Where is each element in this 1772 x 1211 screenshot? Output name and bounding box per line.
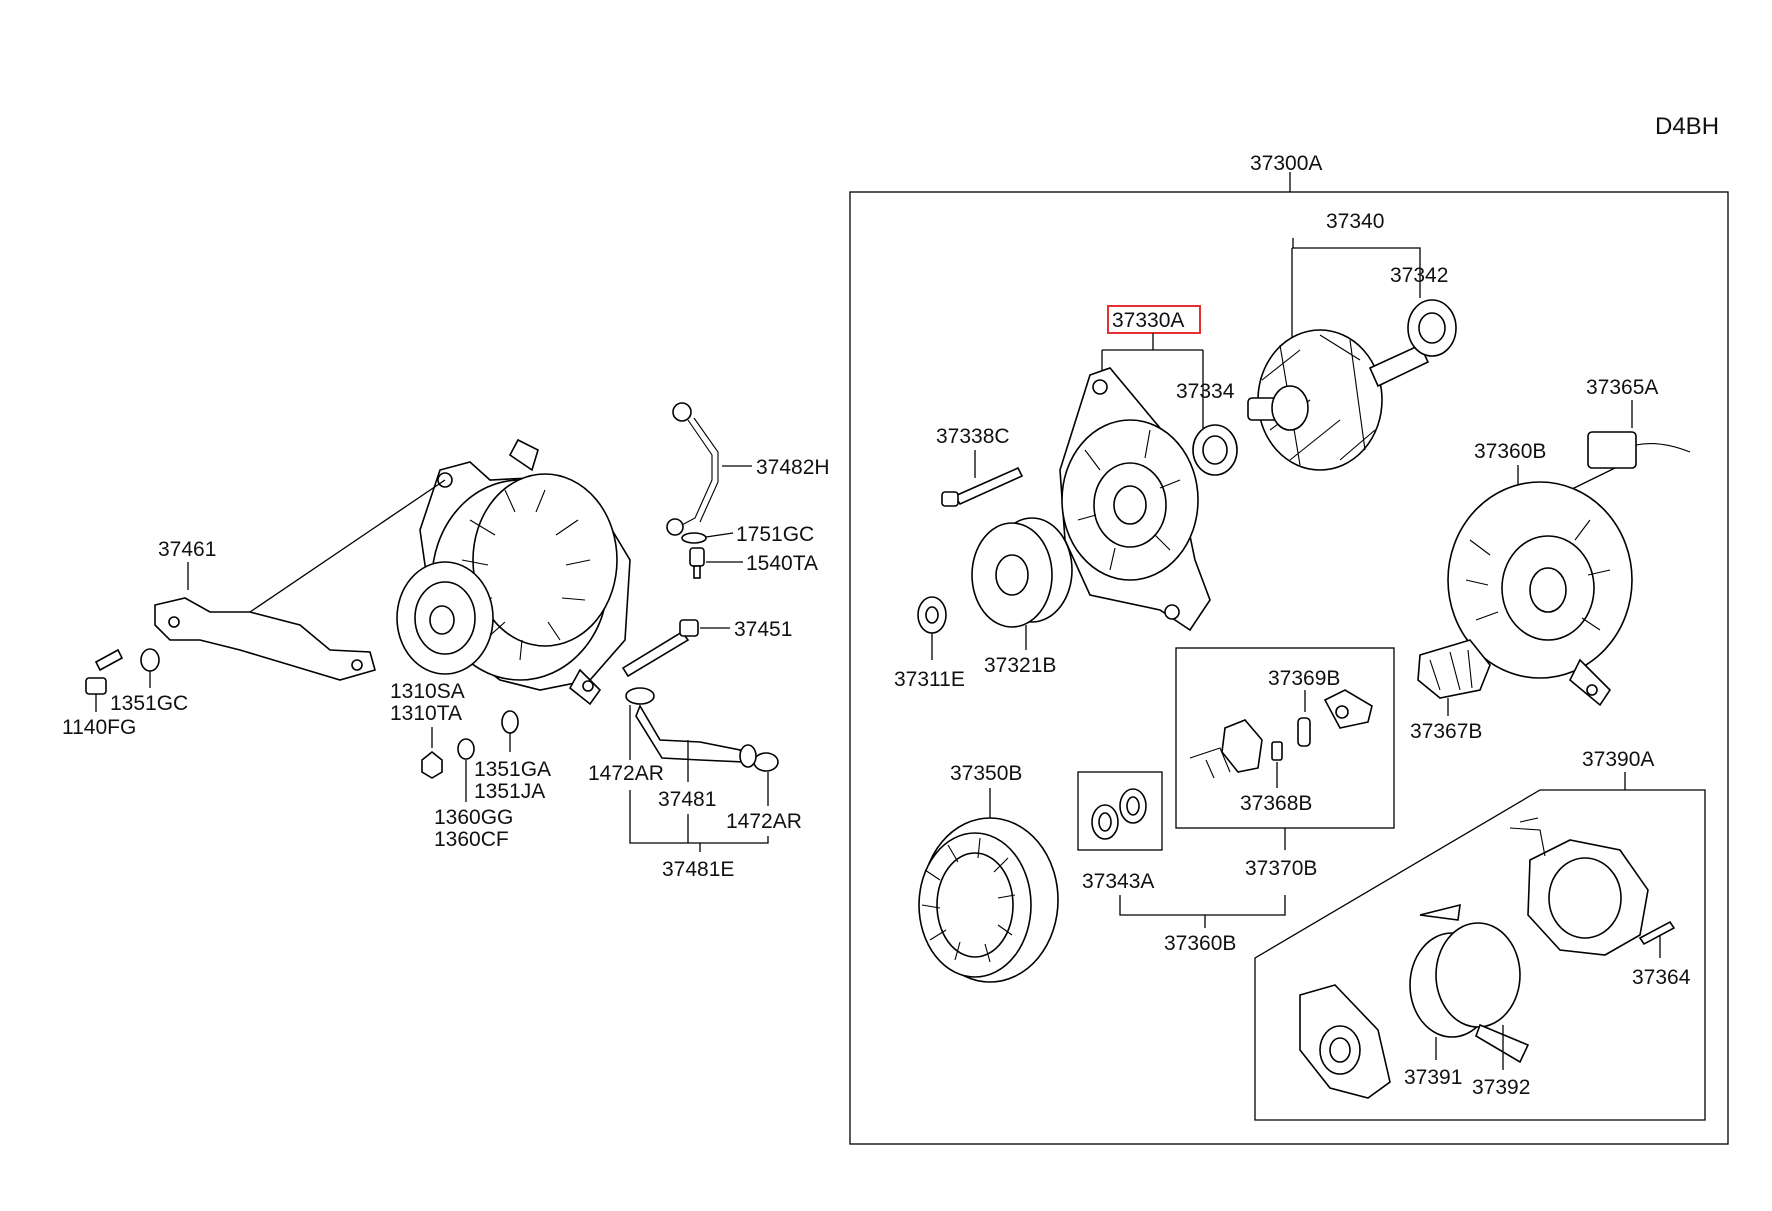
seals-37343A[interactable]: 37343A: [1077, 771, 1163, 893]
seals-box: [1077, 771, 1163, 851]
label-37370B[interactable]: 37370B: [1245, 857, 1317, 880]
label-1351GA[interactable]: 1351GA: [474, 758, 551, 781]
label-37367B[interactable]: 37367B: [1410, 720, 1482, 743]
label-1751GC[interactable]: 1751GC: [736, 523, 814, 546]
vacuum-pump-37390A[interactable]: 37390A 37364 37391 37392: [1254, 748, 1706, 1121]
label-37342[interactable]: 37342: [1390, 264, 1448, 287]
label-1140FG[interactable]: 1140FG: [62, 716, 136, 739]
label-37360B-bottom[interactable]: 37360B: [1164, 932, 1236, 955]
rotor-37340[interactable]: 37340 37342: [1247, 210, 1457, 471]
label-1540TA[interactable]: 1540TA: [746, 552, 818, 575]
nut-1310SA-1310TA[interactable]: 1310SA 1310TA: [390, 680, 465, 779]
label-37350B[interactable]: 37350B: [950, 762, 1022, 785]
label-1360CF[interactable]: 1360CF: [434, 828, 509, 851]
label-37482H[interactable]: 37482H: [756, 456, 830, 479]
bolt-37338C[interactable]: 37338C: [936, 425, 1024, 507]
label-37334[interactable]: 37334: [1176, 380, 1235, 403]
label-37451[interactable]: 37451: [734, 618, 792, 641]
brush-holder-37370B[interactable]: 37369B 37368B 37370B: [1175, 647, 1395, 880]
washer-1360GG-1360CF[interactable]: 1360GG 1360CF: [434, 738, 513, 851]
vacuum-pump-frame: [1254, 789, 1706, 1121]
label-37391[interactable]: 37391: [1404, 1066, 1462, 1089]
front-bracket-37330A[interactable]: 37330A 37334: [1059, 305, 1238, 632]
washer-1351GA-1351JA[interactable]: 1351GA 1351JA: [474, 710, 551, 803]
label-37461[interactable]: 37461: [158, 538, 216, 561]
label-37365A[interactable]: 37365A: [1586, 376, 1658, 399]
nut-37311E[interactable]: 37311E: [894, 596, 965, 691]
alternator-assembly[interactable]: [396, 438, 631, 706]
label-37481E[interactable]: 37481E: [662, 858, 734, 881]
label-37311E[interactable]: 37311E: [894, 668, 965, 691]
label-1310TA[interactable]: 1310TA: [390, 702, 462, 725]
label-37481[interactable]: 37481: [658, 788, 716, 811]
rectifier-37367B[interactable]: 37367B: [1410, 639, 1491, 743]
bracket-37461[interactable]: 37461: [154, 479, 446, 681]
highlight-box: [1107, 305, 1201, 334]
label-1351GC[interactable]: 1351GC: [110, 692, 188, 715]
label-1472AR-right[interactable]: 1472AR: [726, 810, 802, 833]
label-37300A[interactable]: 37300A: [1250, 152, 1322, 175]
hose-assembly-37481E[interactable]: 1472AR 37481 1472AR 37481E: [588, 687, 802, 881]
label-37330A[interactable]: 37330A: [1112, 309, 1184, 332]
connector-37365A[interactable]: 37365A: [1586, 376, 1691, 469]
assembly-frame: [849, 191, 1729, 1145]
label-37321B[interactable]: 37321B: [984, 654, 1056, 677]
rear-bracket-37360B[interactable]: 37360B: [1447, 440, 1633, 707]
label-37338C[interactable]: 37338C: [936, 425, 1010, 448]
fastener-1140FG-1351GC[interactable]: 1140FG 1351GC: [62, 648, 188, 739]
label-37369B[interactable]: 37369B: [1268, 667, 1340, 690]
label-37340[interactable]: 37340: [1326, 210, 1384, 233]
label-37364[interactable]: 37364: [1632, 966, 1691, 989]
engine-code: D4BH: [1655, 113, 1719, 140]
assembly-37300A-group: 37300A: [849, 152, 1729, 1145]
stator-37350B[interactable]: 37350B: [918, 762, 1059, 983]
pulley-37321B[interactable]: 37321B: [971, 517, 1073, 677]
label-1360GG[interactable]: 1360GG: [434, 806, 513, 829]
label-37390A[interactable]: 37390A: [1582, 748, 1654, 771]
label-37392[interactable]: 37392: [1472, 1076, 1530, 1099]
bolt-37451[interactable]: 37451: [621, 618, 792, 678]
label-37360B-top[interactable]: 37360B: [1474, 440, 1546, 463]
label-37368B[interactable]: 37368B: [1240, 792, 1312, 815]
group-37360B-bottom: 37360B: [1119, 895, 1286, 955]
label-1310SA[interactable]: 1310SA: [390, 680, 465, 703]
fastener-1751GC-1540TA[interactable]: 1751GC 1540TA: [681, 523, 818, 579]
label-1351JA[interactable]: 1351JA: [474, 780, 545, 803]
label-1472AR-left[interactable]: 1472AR: [588, 762, 664, 785]
cable-37482H[interactable]: 37482H: [666, 402, 830, 536]
label-37343A[interactable]: 37343A: [1082, 870, 1154, 893]
